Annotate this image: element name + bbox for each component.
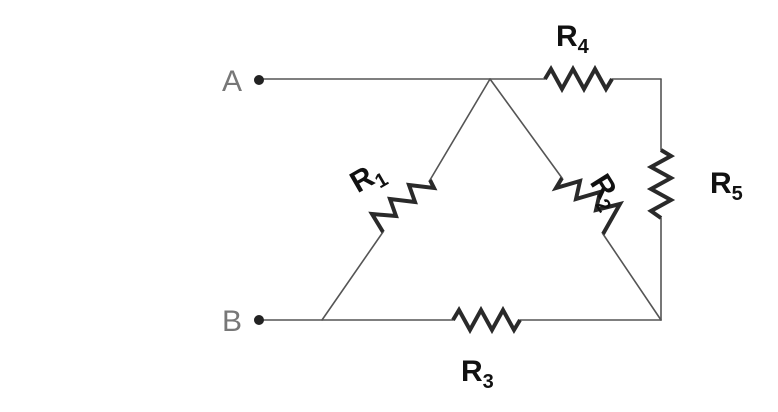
label-r2: R2 (579, 168, 629, 216)
resistor-r1-symbol (368, 179, 438, 234)
wires (261, 78, 662, 321)
terminal-a-dot (254, 75, 264, 85)
wire-apex-to-r2 (489, 78, 563, 179)
resistor-r3-symbol (451, 305, 522, 335)
terminal-b-label: B (222, 305, 242, 338)
wire-r1-to-bottom-left (321, 231, 384, 321)
resistor-r4-symbol (543, 64, 614, 94)
terminal-a-label: A (222, 65, 242, 98)
resistor-r5-symbol (646, 148, 676, 220)
label-r1: R1 (345, 155, 392, 204)
wire-r2-to-right-node (602, 233, 662, 321)
label-r4: R4 (556, 20, 590, 58)
wire-apex-to-r1 (429, 78, 491, 181)
label-r3: R3 (461, 355, 494, 393)
resistor-r2-symbol (551, 176, 625, 235)
terminal-b-dot (254, 315, 264, 325)
label-r5: R5 (710, 167, 743, 205)
